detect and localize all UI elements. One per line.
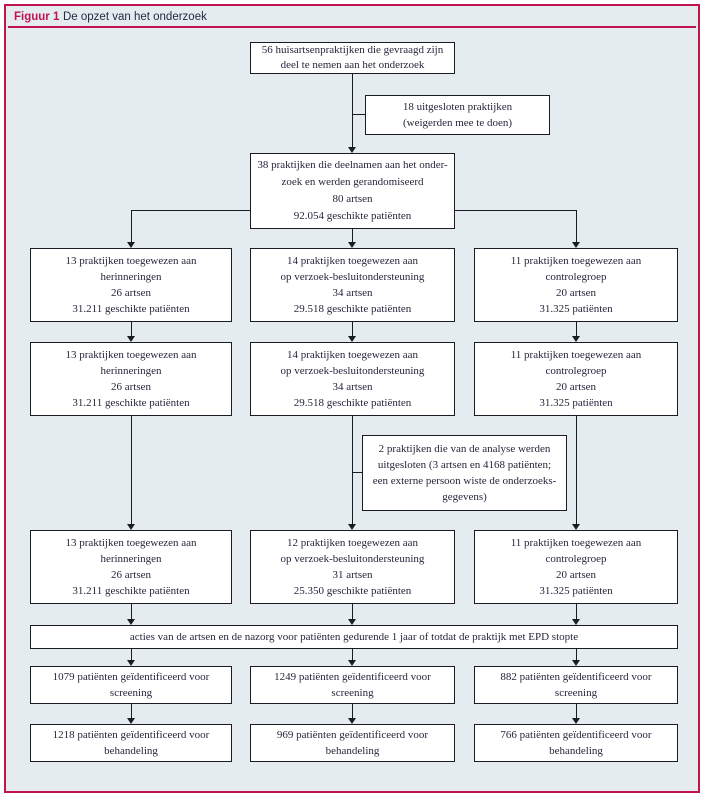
connector-line — [351, 74, 353, 147]
connector-line — [455, 210, 576, 212]
arrowhead-icon — [347, 524, 356, 530]
connector-line — [130, 604, 132, 619]
connector-line — [130, 210, 132, 242]
connector-line — [575, 649, 577, 660]
connector-line — [575, 604, 577, 619]
arrowhead-icon — [571, 619, 580, 625]
connector-line — [351, 416, 353, 524]
arrowhead-icon — [347, 660, 356, 666]
figure-label: Figuur 1 — [14, 11, 60, 23]
box-practices-excluded: 18 uitgesloten praktijken(weigerden mee … — [365, 95, 550, 135]
figure-title: De opzet van het onderzoek — [63, 11, 207, 23]
box-followup: acties van de artsen en de nazorg voor p… — [30, 625, 678, 649]
arrowhead-icon — [347, 619, 356, 625]
arrowhead-icon — [347, 718, 356, 724]
connector-line — [351, 114, 365, 116]
connector-line — [575, 704, 577, 718]
arrowhead-icon — [571, 660, 580, 666]
arrowhead-icon — [571, 242, 580, 248]
connector-line — [575, 210, 577, 242]
connector-line — [351, 472, 362, 474]
arrowhead-icon — [126, 718, 135, 724]
connector-line — [130, 322, 132, 336]
connector-line — [351, 604, 353, 619]
arrowhead-icon — [126, 242, 135, 248]
connector-line — [575, 416, 577, 524]
connector-line — [130, 416, 132, 524]
arrowhead-icon — [126, 336, 135, 342]
connector-line — [351, 704, 353, 718]
connector-line — [131, 210, 250, 212]
connector-line — [351, 229, 353, 242]
arrowhead-icon — [126, 524, 135, 530]
connector-line — [130, 649, 132, 660]
arrowhead-icon — [347, 242, 356, 248]
arrowhead-icon — [571, 336, 580, 342]
arrowhead-icon — [347, 336, 356, 342]
arrowhead-icon — [347, 147, 356, 153]
connector-line — [130, 704, 132, 718]
connector-line — [575, 322, 577, 336]
connector-line — [351, 649, 353, 660]
header-rule — [8, 26, 696, 28]
arrowhead-icon — [126, 660, 135, 666]
connector-line — [351, 322, 353, 336]
figure-frame: Figuur 1 De opzet van het onderzoek 56 h… — [4, 4, 700, 793]
arrowhead-icon — [571, 718, 580, 724]
arrowhead-icon — [126, 619, 135, 625]
box-practices-randomised: 38 praktijken die deelnamen aan het onde… — [250, 153, 455, 229]
arrowhead-icon — [571, 524, 580, 530]
box-practices-asked: 56 huisartsenpraktijken die gevraagd zij… — [250, 42, 455, 74]
